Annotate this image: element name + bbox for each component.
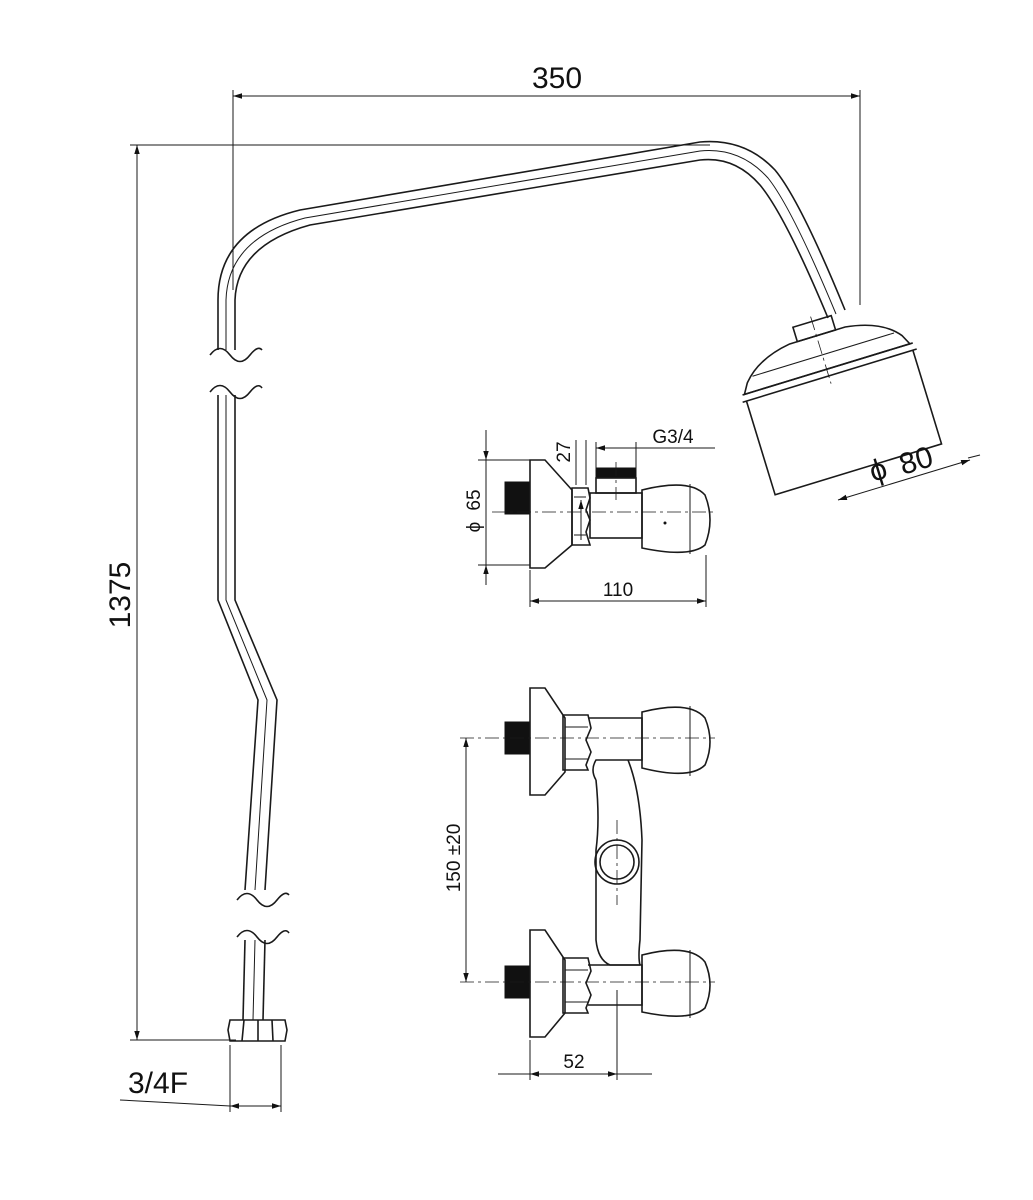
dimension-65-label: 65 [464,489,485,510]
dimension-110: 110 [529,555,707,607]
dimension-27: 27 [554,440,587,540]
dimension-52-label: 52 [563,1052,584,1073]
dimension-3-4F-label: 3/4F [128,1067,188,1100]
dimension-80: 80 ϕ [837,440,981,501]
dimension-110-label: 110 [603,580,633,601]
dimension-3-4F: 3/4F [119,1045,282,1112]
dimension-350: 350 [232,62,861,305]
dimension-1375: 1375 [104,144,710,1041]
dimension-350-label: 350 [532,62,582,95]
valve-front-view [460,687,715,1038]
dimension-1375-label: 1375 [104,562,137,629]
valve-side-view [492,459,715,569]
dimension-G3-4-label: G3/4 [652,427,694,448]
dimension-65: 65 ϕ [464,430,530,585]
dimension-G3-4: G3/4 [595,427,715,470]
diameter-symbol-65: ϕ [464,522,485,533]
diameter-symbol-80: ϕ [865,452,891,488]
dimension-150: 150 ±20 [444,738,469,982]
dimension-150-label: 150 ±20 [444,824,465,893]
side-inlet-thread [504,481,531,515]
dimension-52: 52 [498,990,652,1080]
shower-pipe [209,140,846,1042]
dimension-27-label: 27 [554,441,575,462]
